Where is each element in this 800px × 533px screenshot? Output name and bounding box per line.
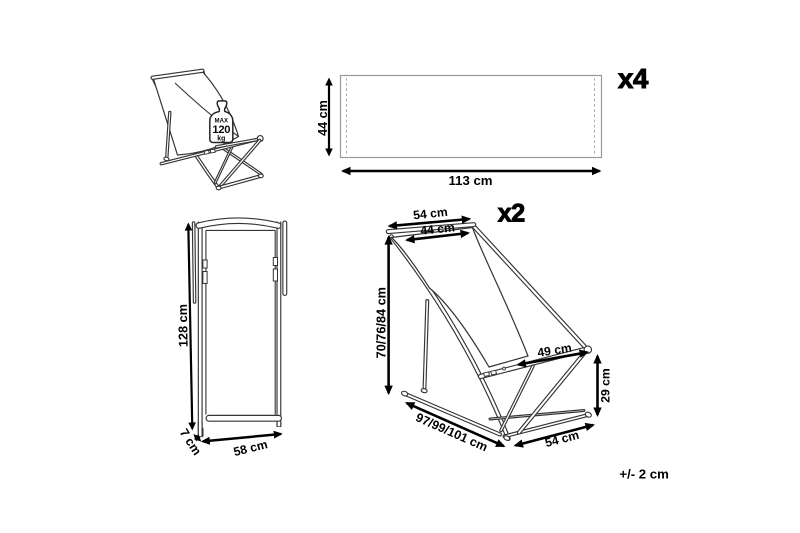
svg-text:kg: kg — [217, 136, 225, 143]
svg-text:70/76/84 cm: 70/76/84 cm — [374, 287, 388, 358]
svg-text:120: 120 — [212, 124, 230, 136]
svg-text:x4: x4 — [618, 63, 649, 94]
svg-text:x2: x2 — [498, 199, 525, 227]
svg-text:49 cm: 49 cm — [536, 341, 572, 360]
svg-text:29 cm: 29 cm — [598, 368, 612, 403]
svg-text:44 cm: 44 cm — [420, 220, 456, 238]
svg-text:128 cm: 128 cm — [176, 304, 191, 347]
svg-text:MAX: MAX — [215, 118, 229, 125]
svg-text:54 cm: 54 cm — [412, 205, 448, 223]
svg-text:+/- 2 cm: +/- 2 cm — [619, 467, 668, 482]
svg-text:113 cm: 113 cm — [449, 173, 493, 188]
svg-text:44 cm: 44 cm — [316, 100, 330, 136]
